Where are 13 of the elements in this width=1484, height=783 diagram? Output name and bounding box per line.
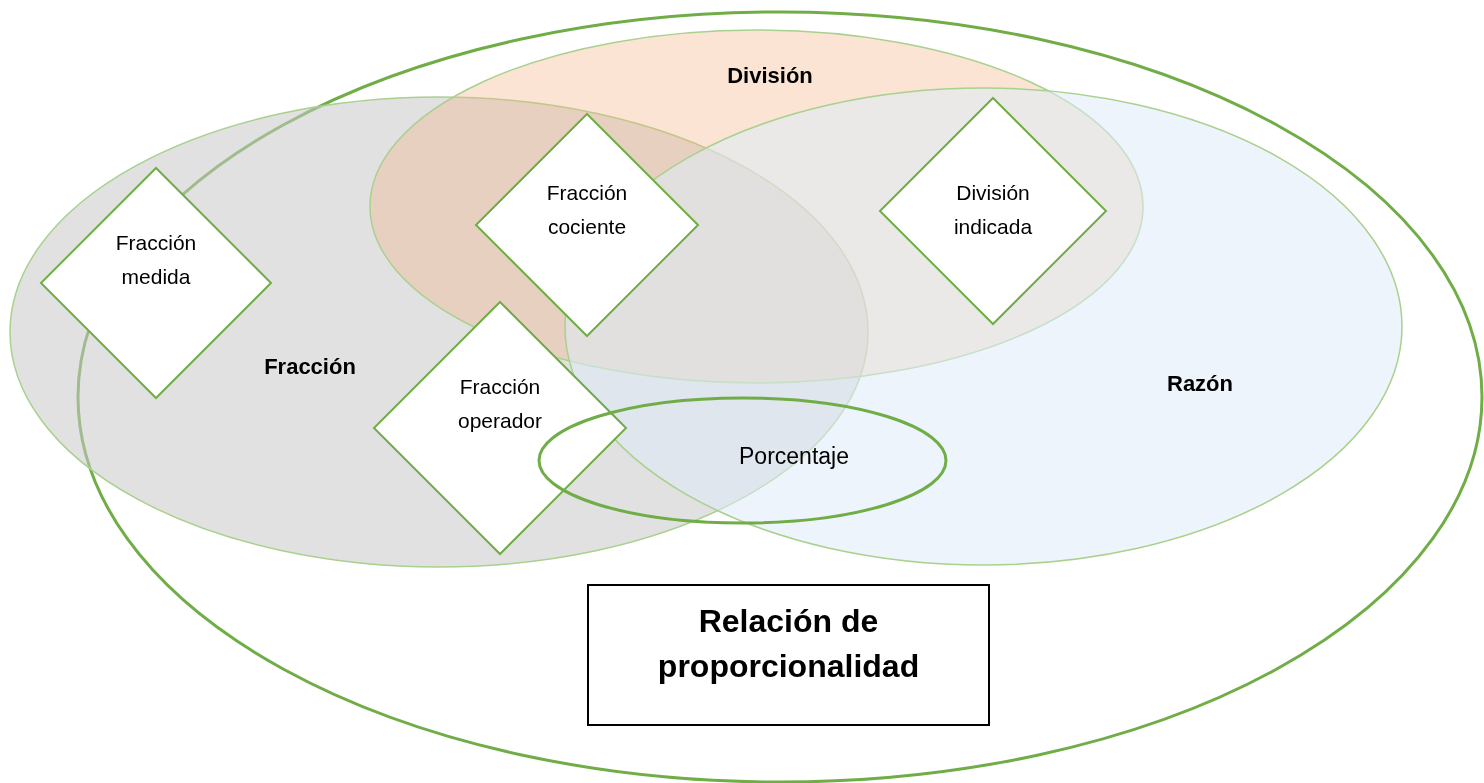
concept-label: Fracción operador: [456, 374, 544, 434]
concept-diamond: [880, 98, 1106, 324]
title-box: [588, 585, 989, 725]
concept-diamond: [476, 114, 698, 336]
set-label: Razón: [1166, 370, 1234, 398]
concept-label: Fracción medida: [114, 230, 198, 290]
concept-diamond: [374, 302, 626, 554]
set-label: Porcentaje: [738, 442, 850, 471]
set-label: División: [726, 62, 814, 90]
title-text: Relación de proporcionalidad: [656, 602, 921, 686]
concept-label: Fracción cociente: [545, 180, 629, 240]
concept-label: División indicada: [952, 180, 1034, 240]
set-label: Fracción: [263, 353, 357, 381]
